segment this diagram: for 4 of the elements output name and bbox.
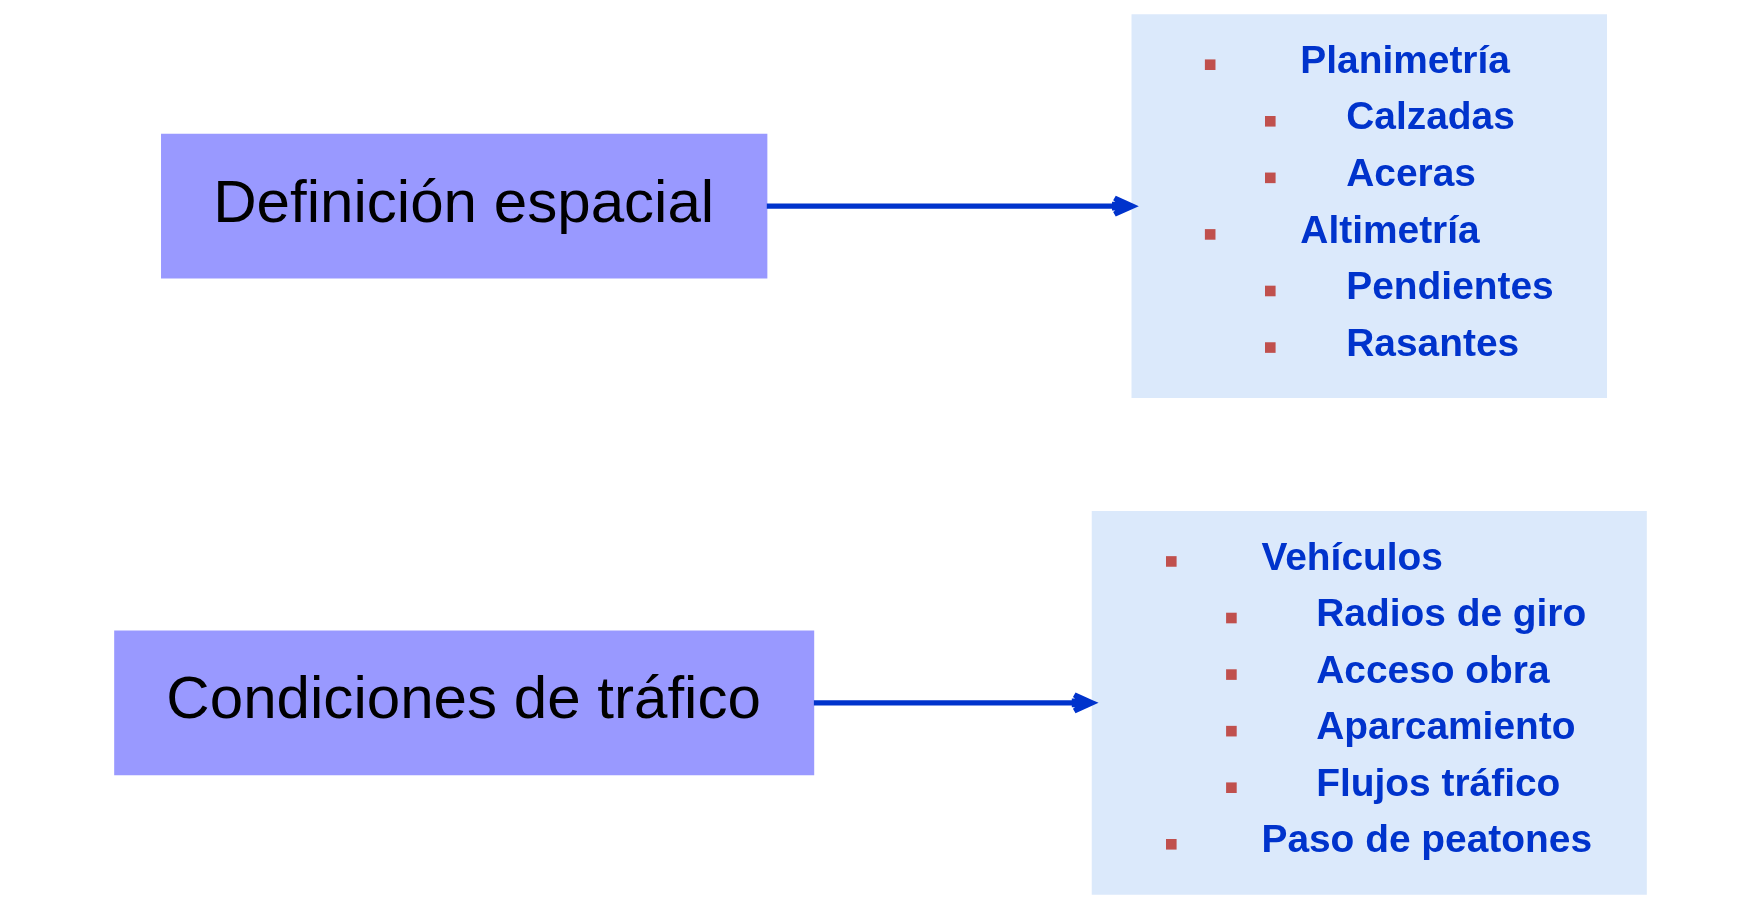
node-box: Vehículos Radios de giro Acceso obra Aparcamiento Flujos tráfico Paso de peatones (1091, 511, 1647, 895)
node-box: Condiciones de tráfico (113, 630, 814, 776)
node-box: Planimetría Calzadas Aceras Altimetría Pendientes Rasantes (1131, 14, 1607, 398)
node-box: Definición espacial (160, 133, 767, 279)
